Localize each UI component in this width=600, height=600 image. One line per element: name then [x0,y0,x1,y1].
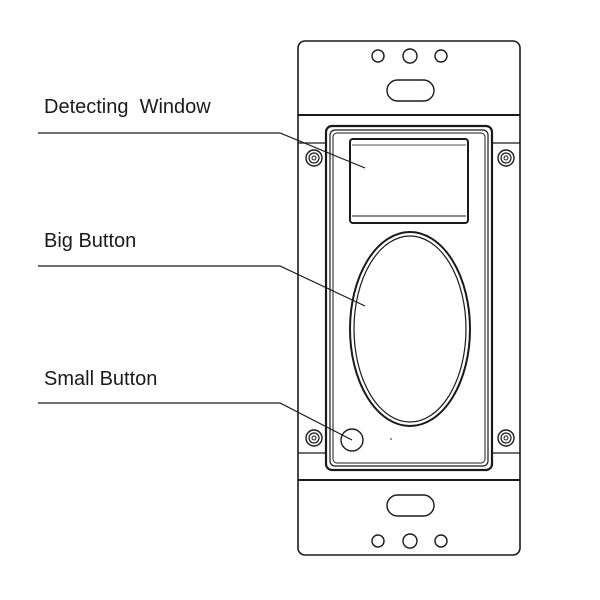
mounting-strap [297,40,521,556]
detecting-window-leader-line [38,132,366,169]
big-button-label: Big Button [44,230,136,252]
bottom-slot [386,494,435,517]
big-button-inner-ring [353,235,467,423]
top-hole-center [402,48,418,64]
big-button-leader-line [38,265,366,307]
small-button-label: Small Button [44,368,157,390]
small-button[interactable] [340,428,364,452]
screw-icon [305,429,323,447]
detecting-window [349,138,469,224]
big-button[interactable] [349,231,471,427]
top-hole-left [434,49,448,63]
bottom-hole-left [371,534,385,548]
device-faceplate [332,132,486,464]
top-slot [386,79,435,102]
device-housing-inner [329,129,489,467]
top-hole-left [371,49,385,63]
bottom-hole-center [402,533,418,549]
small-button-leader-line [38,402,353,441]
screw-icon [497,149,515,167]
device-housing [324,124,494,472]
detecting-window-label: Detecting Window [44,96,211,118]
screw-icon [305,149,323,167]
bottom-hole-right [434,534,448,548]
screw-icon [497,429,515,447]
indicator-dot [390,438,392,440]
